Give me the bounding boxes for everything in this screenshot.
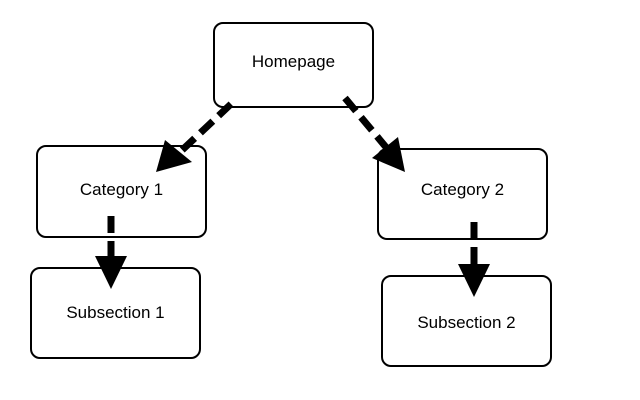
arrowhead-subsection2: [458, 264, 490, 297]
node-label: Category 1: [79, 179, 164, 199]
node-category-1: Category 1: [36, 145, 207, 238]
node-label: Homepage: [251, 52, 336, 71]
arrowhead-category2: [372, 137, 405, 172]
arrowhead-category1: [156, 140, 192, 172]
node-homepage: Homepage: [213, 22, 374, 108]
node-label: Subsection 2: [417, 313, 516, 332]
node-subsection-2: Subsection 2: [381, 275, 552, 367]
node-label: Subsection 1: [66, 303, 165, 322]
node-label: Category 2: [420, 180, 505, 199]
node-category-2: Category 2: [377, 148, 548, 240]
arrowhead-subsection1: [95, 256, 127, 289]
node-subsection-1: Subsection 1: [30, 267, 201, 359]
edge-homepage-category1: [175, 101, 234, 157]
edge-homepage-category2: [342, 95, 393, 155]
